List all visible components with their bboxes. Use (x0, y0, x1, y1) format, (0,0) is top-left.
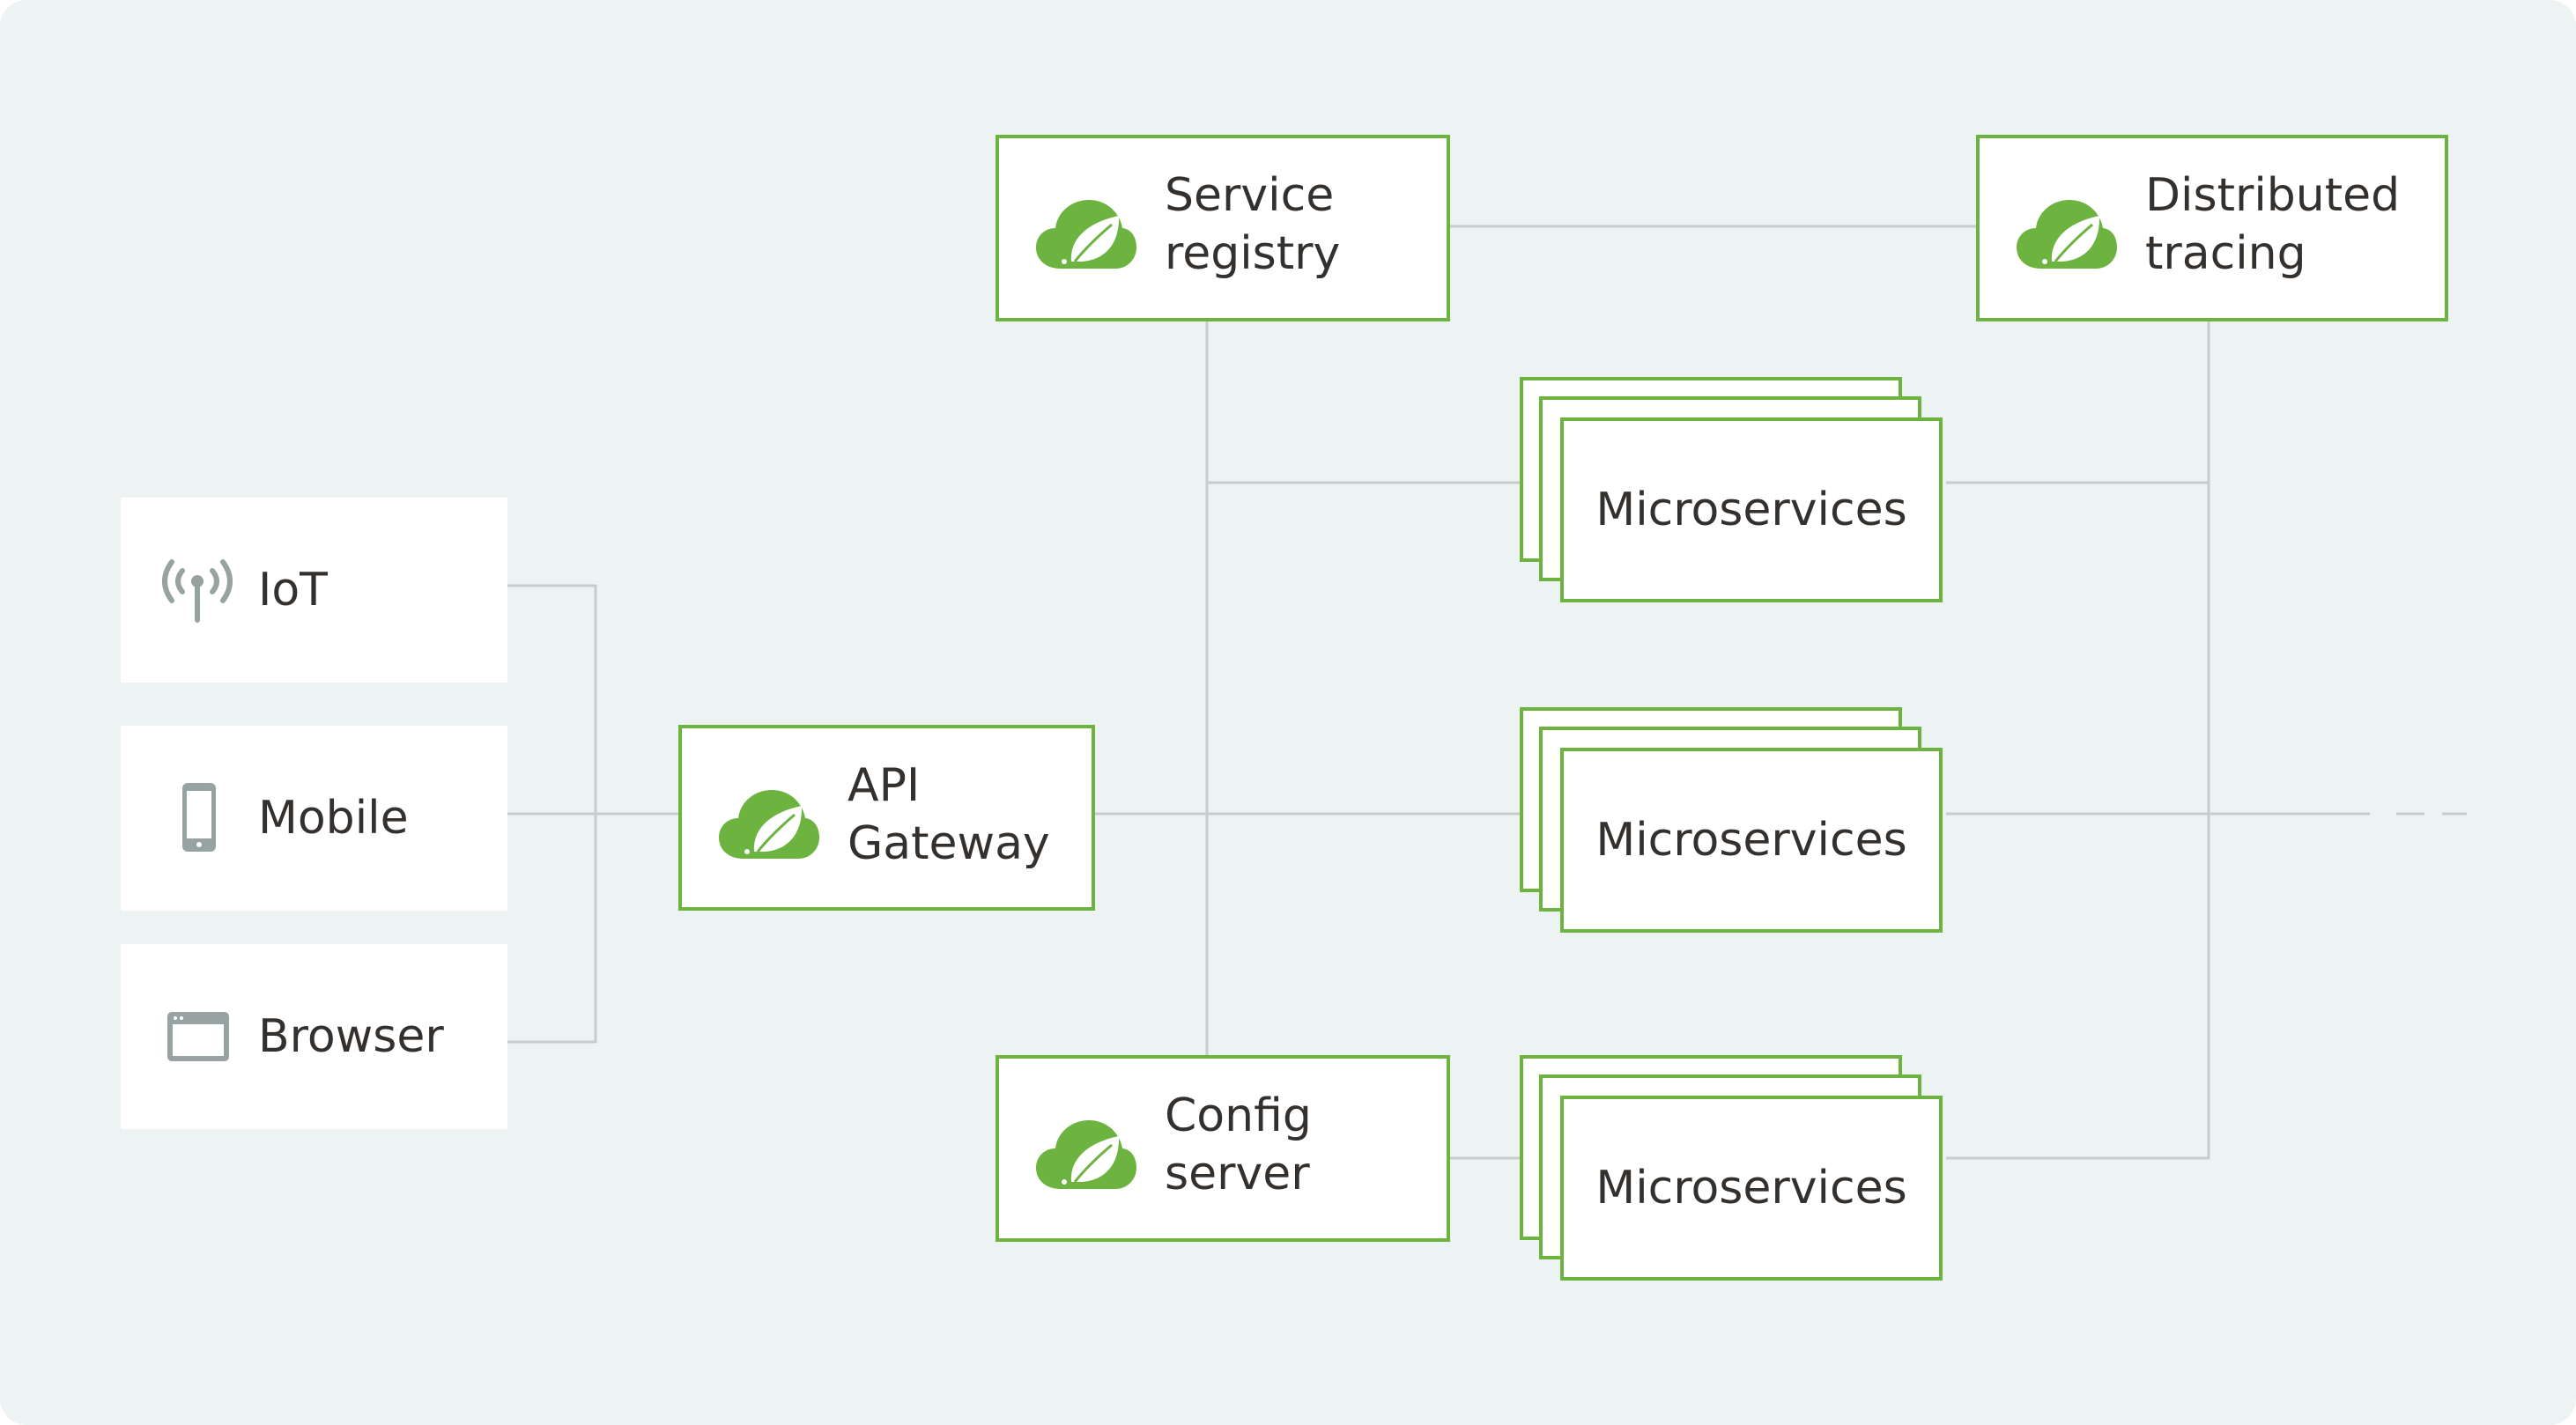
stack-layer: Microservices (1560, 748, 1943, 933)
antenna-icon (162, 559, 233, 623)
microservices-label: Microservices (1595, 484, 1907, 536)
microservices-stack-1: Microservices (1520, 377, 1943, 628)
client-label: Mobile (258, 792, 409, 845)
title-line: Distributed (2145, 169, 2401, 222)
spring-cloud-icon (1036, 200, 1136, 269)
client-browser: Browser (121, 944, 507, 1129)
config-server-title: Config server (1165, 1087, 1312, 1203)
title-line: Service (1165, 169, 1335, 222)
mobile-phone-icon (182, 783, 216, 852)
client-label: IoT (258, 564, 328, 617)
api-gateway-box: API Gateway (678, 725, 1095, 911)
config-server-box: Config server (996, 1055, 1450, 1242)
browser-window-icon (167, 1012, 229, 1061)
title-line: Gateway (848, 817, 1050, 870)
microservices-stack-3: Microservices (1520, 1055, 1943, 1306)
spring-cloud-icon (2017, 200, 2117, 269)
microservices-label: Microservices (1595, 1162, 1907, 1215)
microservices-stack-2: Microservices (1520, 707, 1943, 958)
stack-layer: Microservices (1560, 1096, 1943, 1281)
stack-layer: Microservices (1560, 417, 1943, 602)
microservices-label: Microservices (1595, 814, 1907, 867)
client-label: Browser (258, 1010, 444, 1063)
title-line: API (848, 759, 921, 812)
client-mobile: Mobile (121, 726, 507, 911)
connector-tracing-bus (1946, 321, 2210, 1160)
title-line: registry (1165, 227, 1341, 280)
title-line: tracing (2145, 227, 2306, 280)
api-gateway-title: API Gateway (848, 757, 1050, 873)
service-registry-box: Service registry (996, 135, 1450, 321)
title-line: server (1165, 1148, 1310, 1200)
spring-cloud-icon (719, 790, 819, 859)
distributed-tracing-box: Distributed tracing (1976, 135, 2448, 321)
spring-cloud-icon (1036, 1120, 1136, 1189)
client-iot: IoT (121, 498, 507, 683)
service-registry-title: Service registry (1165, 166, 1340, 283)
distributed-tracing-title: Distributed tracing (2145, 166, 2400, 283)
title-line: Config (1165, 1089, 1312, 1142)
